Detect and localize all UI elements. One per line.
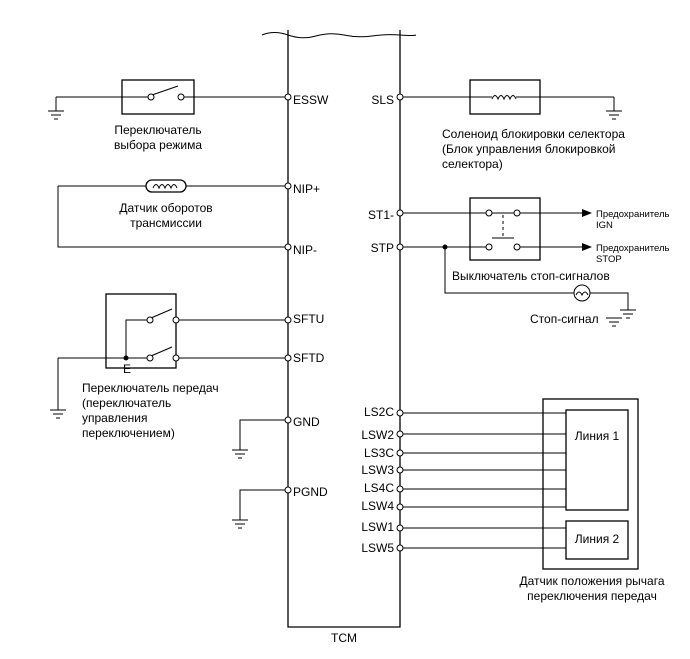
- pin-st1: ST1-: [368, 208, 394, 222]
- tcm-left-pins: ESSW NIP+ NIP- SFTU SFTD GND PGND: [293, 93, 329, 499]
- pin-lsw5: LSW5: [361, 541, 394, 555]
- ground-icon: [50, 358, 66, 419]
- shift-switch: E Переключатель передач (переключатель у…: [50, 293, 292, 440]
- mode-switch: Переключатель выбора режима: [48, 79, 292, 152]
- solenoid-label-2: (Блок управления блокировкой: [442, 142, 616, 156]
- stop-switch-label: Выключатель стоп-сигналов: [452, 269, 610, 283]
- gnd-wiring: [232, 416, 292, 459]
- fuse-ign-label-2: IGN: [596, 220, 613, 231]
- pin-sftd: SFTD: [293, 351, 325, 365]
- tcm-block: TCM: [261, 30, 417, 645]
- line-2-box: [565, 520, 629, 560]
- pin-essw-terminal: [284, 93, 292, 101]
- pin-nip-plus: NIP+: [293, 182, 320, 196]
- stop-lamp-label: Стоп-сигнал: [530, 312, 599, 326]
- ground-icon: [606, 97, 622, 120]
- ground-icon: [606, 317, 622, 327]
- fuse-ign-label-1: Предохранитель: [596, 209, 670, 220]
- shift-switch-label-4: переключением): [82, 426, 175, 440]
- pin-essw: ESSW: [293, 93, 329, 107]
- shift-switch-label-3: управления: [82, 411, 147, 425]
- ground-icon: [48, 97, 64, 120]
- stop-lamp-switch: Предохранитель IGN Предохранитель STOP В…: [396, 197, 670, 327]
- shift-position-sensor: Линия 1 Линия 2 Датчик положения рычага …: [396, 398, 665, 603]
- pgnd-wiring: [232, 486, 292, 529]
- line-1-label: Линия 1: [575, 429, 620, 443]
- pin-lsw1: LSW1: [361, 520, 394, 534]
- solenoid-label-1: Соленоид блокировки селектора: [442, 127, 625, 141]
- ground-icon: [620, 309, 636, 319]
- tcm-label: TCM: [331, 631, 357, 645]
- line-2-label: Линия 2: [575, 532, 620, 546]
- pin-ls2c: LS2C: [364, 405, 394, 419]
- speed-sensor-label-2: трансмиссии: [130, 216, 202, 230]
- ground-icon: [232, 449, 248, 459]
- pin-lsw2: LSW2: [361, 428, 394, 442]
- pin-sftu: SFTU: [293, 312, 324, 326]
- pin-nip-minus: NIP-: [293, 243, 317, 257]
- speed-sensor: Датчик оборотов трансмиссии: [57, 179, 292, 251]
- pin-sls: SLS: [371, 93, 394, 107]
- tcm-right-pins: SLS ST1- STP LS2C LSW2 LS3C LSW3 LS4C LS…: [361, 93, 394, 555]
- position-sensor-label-1: Датчик положения рычага: [519, 574, 664, 588]
- fuse-stop-label-2: STOP: [596, 254, 622, 265]
- shift-switch-label-2: (переключатель: [82, 396, 171, 410]
- lamp-icon: [573, 284, 591, 302]
- ground-icon: [232, 519, 248, 529]
- pin-ls4c: LS4C: [364, 481, 394, 495]
- speed-sensor-label-1: Датчик оборотов: [119, 201, 212, 215]
- position-sensor-label-2: переключения передач: [527, 589, 657, 603]
- solenoid-label-3: селектора): [442, 157, 503, 171]
- pin-ls3c: LS3C: [364, 446, 394, 460]
- mode-switch-label-2: выбора режима: [114, 138, 202, 152]
- shift-switch-pin-e: E: [123, 362, 131, 376]
- pin-gnd: GND: [293, 415, 320, 429]
- pin-pgnd: PGND: [293, 485, 328, 499]
- selector-lock-solenoid: Соленоид блокировки селектора (Блок упра…: [396, 79, 625, 171]
- coil-icon: [491, 95, 517, 101]
- fuse-stop-label-1: Предохранитель: [596, 243, 670, 254]
- line-1-box: [565, 409, 629, 511]
- pin-lsw4: LSW4: [361, 499, 394, 513]
- pin-stp: STP: [371, 241, 394, 255]
- shift-switch-label-1: Переключатель передач: [82, 381, 219, 395]
- mode-switch-label-1: Переключатель: [114, 123, 201, 137]
- pin-lsw3: LSW3: [361, 463, 394, 477]
